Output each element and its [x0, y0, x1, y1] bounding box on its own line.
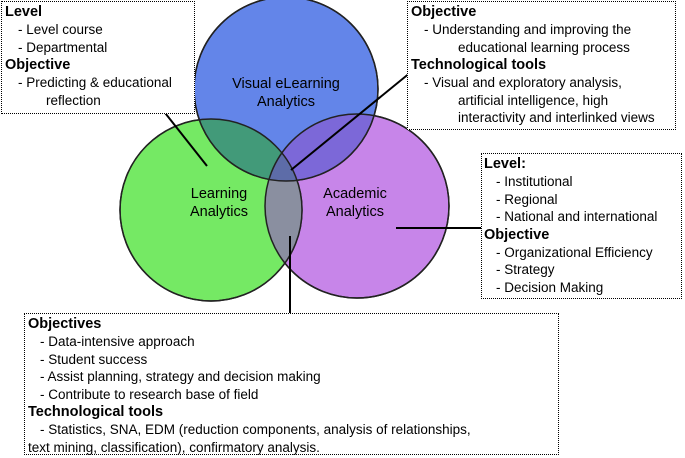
overlap-visual-academic: [265, 114, 378, 181]
overlap-visual-learning: [194, 119, 302, 181]
common-tools-heading: Technological tools: [28, 404, 164, 420]
common-box: Objectives - Data-intensive approach - S…: [24, 313, 559, 455]
academic-analytics-box: Level: - Institutional - Regional - Nati…: [481, 153, 682, 299]
visual-objective-heading: Objective: [411, 4, 477, 20]
visual-tools-heading: Technological tools: [411, 57, 547, 73]
academic-objective-item: - Organizational Efficiency: [496, 244, 653, 260]
common-objective-item: - Contribute to research base of field: [40, 386, 259, 402]
learning-level-item: - Departmental: [18, 39, 108, 55]
visual-tools-item-cont: interactivity and interlinked views: [458, 110, 655, 125]
academic-objective-heading: Objective: [484, 226, 550, 243]
academic-objective-item: - Strategy: [496, 262, 555, 277]
common-objective-item: - Assist planning, strategy and decision…: [40, 369, 321, 384]
common-objectives-heading: Objectives: [28, 316, 102, 332]
learning-objective-item-cont: reflection: [46, 92, 101, 108]
academic-level-item: - Regional: [496, 191, 558, 207]
connector-visual: [290, 71, 412, 171]
common-objective-item: - Data-intensive approach: [40, 334, 195, 349]
visual-tools-item-cont: artificial intelligence, high: [458, 92, 609, 108]
academic-level-item: - Institutional: [496, 174, 573, 189]
common-tools-item-cont: text mining, classification), confirmato…: [28, 439, 320, 455]
learning-objective-heading: Objective: [5, 57, 71, 73]
academic-level-item: - National and international: [496, 209, 658, 224]
common-objective-item: - Student success: [40, 351, 148, 367]
visual-tools-item: - Visual and exploratory analysis,: [424, 75, 622, 90]
visual-objective-item-cont: educational learning process: [458, 39, 630, 55]
learning-analytics-box: Level - Level course - Departmental Obje…: [1, 1, 195, 114]
visual-objective-item: - Understanding and improving the: [424, 22, 632, 37]
academic-level-heading: Level:: [484, 156, 526, 172]
academic-objective-item: - Decision Making: [496, 279, 604, 295]
learning-level-heading: Level: [5, 4, 43, 20]
learning-objective-item: - Predicting & educational: [18, 75, 172, 90]
connector-learning: [157, 103, 208, 167]
common-tools-item: - Statistics, SNA, EDM (reduction compon…: [40, 422, 471, 437]
learning-level-item: - Level course: [18, 22, 103, 37]
visual-elearning-box: Objective - Understanding and improving …: [407, 1, 676, 130]
